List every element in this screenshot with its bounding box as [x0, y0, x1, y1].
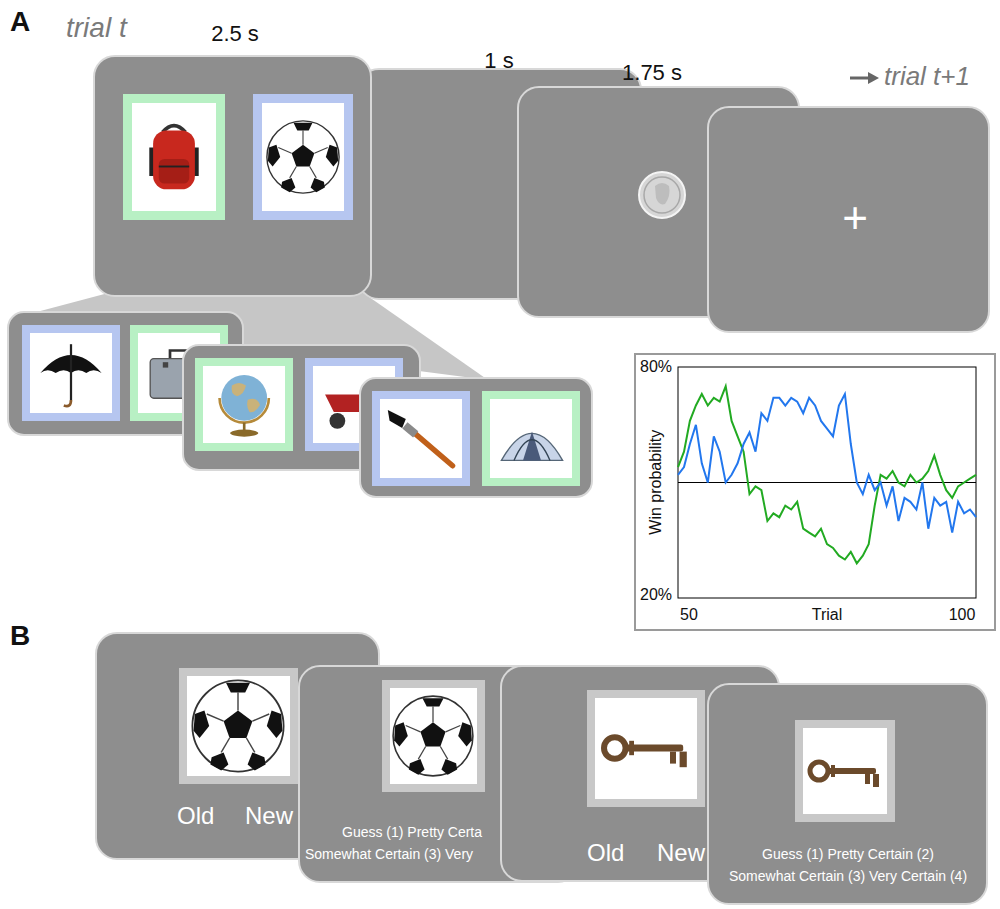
duration-label: 2.5 s — [211, 21, 259, 46]
confidence-screen: Guess (1) Pretty Certain (2) Somewhat Cer… — [707, 683, 988, 905]
globe-picture — [220, 375, 269, 437]
fixation-screen: + — [707, 106, 990, 333]
axis-tick: 20% — [640, 586, 672, 604]
response-option: Old — [587, 839, 624, 867]
blue-series — [678, 394, 976, 533]
fixation-cross: + — [842, 193, 868, 244]
next-trial-arrow — [850, 72, 879, 84]
win-probability-plot — [636, 355, 994, 629]
trial-label: trial t — [66, 12, 127, 44]
key-picture — [810, 762, 879, 787]
panel-letter: B — [10, 620, 30, 652]
trial-label: trial t+1 — [884, 62, 970, 92]
confidence-scale: Somewhat Certain (3) Very — [305, 846, 473, 862]
trial-screen: 2.5 s — [93, 55, 372, 297]
response-option: New — [657, 839, 705, 867]
panel-letter: A — [10, 6, 30, 38]
tent-picture — [501, 432, 562, 461]
soccer-ball-picture — [267, 121, 339, 193]
response-option: Old — [177, 802, 214, 830]
choice-stimuli — [95, 57, 374, 299]
axis-tick: 50 — [680, 606, 698, 624]
confidence-scale: Somewhat Certain (3) Very Certain (4) — [729, 868, 967, 884]
stack-card — [360, 378, 592, 497]
axis-title: Win probability — [647, 430, 665, 535]
paintbrush-picture — [388, 410, 453, 466]
umbrella-picture — [40, 344, 101, 406]
duration-label: 1 s — [484, 48, 513, 73]
duration-label: 1.75 s — [622, 60, 682, 85]
soccer-ball-picture — [393, 696, 473, 776]
response-option: New — [245, 802, 293, 830]
probability-chart: 80% Win probability 20% 50 Trial 100 — [634, 353, 996, 631]
axis-tick: 80% — [640, 358, 672, 376]
confidence-scale: Guess (1) Pretty Certain (2) — [762, 846, 934, 862]
soccer-ball-picture — [192, 680, 283, 771]
key-picture — [604, 737, 687, 767]
backpack-picture — [149, 126, 198, 190]
confidence-scale: Guess (1) Pretty Certa — [342, 824, 482, 840]
green-series — [678, 386, 976, 563]
axis-tick: 100 — [949, 606, 976, 624]
axis-title: Trial — [812, 606, 843, 624]
